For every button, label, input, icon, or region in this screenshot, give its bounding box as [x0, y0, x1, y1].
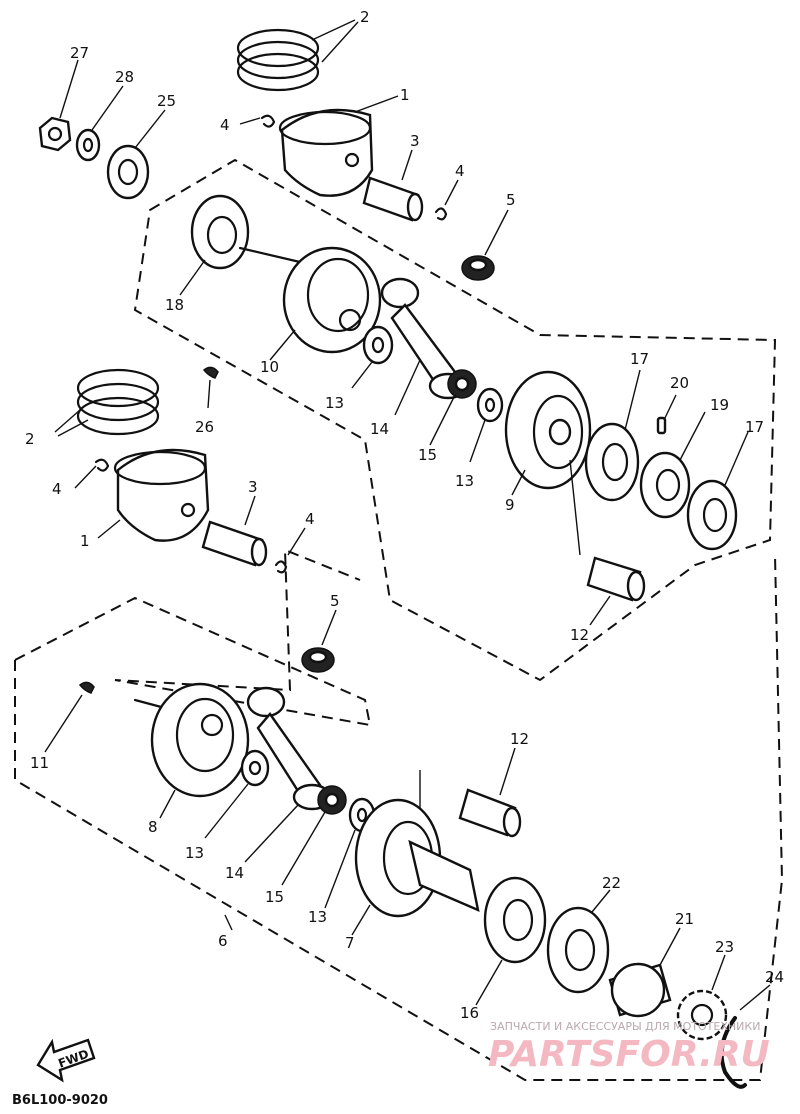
label-12-lower: 12	[510, 730, 529, 748]
piston-upper	[278, 108, 374, 197]
sprocket-23	[676, 989, 728, 1041]
thrust-washer-13c	[240, 749, 270, 787]
label-12-upper: 12	[570, 626, 589, 644]
circlip-upper-right	[434, 207, 448, 221]
piston-rings-upper	[236, 28, 320, 92]
crank-pin-bearing-lower	[317, 785, 347, 815]
watermark-tagline: ЗАПЧАСТИ И АКСЕССУАРЫ ДЛЯ МОТОТЕХНИКИ	[490, 1020, 760, 1033]
label-17-left: 17	[630, 350, 649, 368]
crank-pin-bearing-upper	[447, 369, 477, 399]
piston-lower	[113, 448, 210, 542]
main-bearing-17b	[686, 479, 738, 551]
label-27: 27	[70, 44, 89, 62]
figure-code: B6L100-9020	[12, 1093, 108, 1108]
label-10: 10	[260, 358, 279, 376]
label-14-lower: 14	[225, 864, 244, 882]
crank-web-7	[354, 798, 480, 918]
label-16: 16	[460, 1004, 479, 1022]
label-15-lower: 15	[265, 888, 284, 906]
crank-pin-lower	[458, 788, 522, 838]
forward-arrow-icon: FWD	[36, 1038, 96, 1083]
main-bearing-16	[483, 876, 547, 964]
circlip-24	[719, 1016, 747, 1089]
circlip-lower-left	[94, 458, 110, 472]
crank-web-9	[504, 370, 592, 490]
bearing-19	[639, 451, 691, 519]
needle-bearing-lower	[301, 647, 335, 673]
label-5-upper: 5	[506, 191, 516, 209]
connecting-rod-upper	[380, 277, 468, 400]
crank-web-10	[238, 246, 382, 354]
label-4-lower-left: 4	[52, 480, 62, 498]
label-13-a: 13	[325, 394, 344, 412]
watermark-brand: PARTSFOR.RU	[488, 1034, 770, 1075]
label-14-upper: 14	[370, 420, 389, 438]
woodruff-key-26	[202, 366, 219, 379]
dowel-pin-20	[656, 416, 667, 435]
woodruff-key-11	[78, 681, 95, 694]
label-13-c: 13	[185, 844, 204, 862]
label-5-lower: 5	[330, 592, 340, 610]
main-bearing-17a	[584, 422, 640, 502]
circlip-upper-left	[260, 114, 276, 128]
label-25: 25	[157, 92, 176, 110]
thrust-washer-13a	[362, 325, 394, 365]
collar-21	[608, 962, 672, 1018]
piston-pin-upper	[362, 176, 424, 222]
thrust-washer-13b	[476, 387, 504, 423]
crank-pin-upper	[586, 556, 646, 602]
label-22: 22	[602, 874, 621, 892]
label-19: 19	[710, 396, 729, 414]
upper-crank-assembly-outline	[133, 158, 777, 682]
label-28: 28	[115, 68, 134, 86]
label-21: 21	[675, 910, 694, 928]
label-11: 11	[30, 754, 49, 772]
label-7: 7	[345, 934, 355, 952]
label-9: 9	[505, 496, 515, 514]
washer-28	[75, 128, 101, 162]
label-26: 26	[195, 418, 214, 436]
label-8: 8	[148, 818, 158, 836]
crank-web-8	[133, 682, 250, 798]
lower-crank-assembly-outline	[14, 548, 784, 1081]
label-24: 24	[765, 968, 784, 986]
needle-bearing-upper	[461, 255, 495, 281]
label-4-upper-left: 4	[220, 116, 230, 134]
circlip-lower-right	[274, 560, 288, 574]
label-1-lower: 1	[80, 532, 90, 550]
piston-pin-lower	[201, 520, 268, 567]
label-23: 23	[715, 938, 734, 956]
label-15-upper: 15	[418, 446, 437, 464]
piston-rings-lower	[76, 368, 160, 436]
label-17-right: 17	[745, 418, 764, 436]
label-3-lower: 3	[248, 478, 258, 496]
oil-seal-25	[106, 144, 150, 200]
label-2-lower: 2	[25, 430, 35, 448]
label-4-lower-right: 4	[305, 510, 315, 528]
bearing-22	[546, 906, 610, 994]
label-2-upper: 2	[360, 8, 370, 26]
label-13-b: 13	[455, 472, 474, 490]
label-3-upper: 3	[410, 132, 420, 150]
label-4-upper-right: 4	[455, 162, 465, 180]
label-6: 6	[218, 932, 228, 950]
label-1-upper: 1	[400, 86, 410, 104]
bearing-18	[190, 194, 250, 270]
label-20: 20	[670, 374, 689, 392]
nut-27	[38, 116, 72, 152]
label-18: 18	[165, 296, 184, 314]
connecting-rod-lower	[246, 686, 332, 811]
label-13-d: 13	[308, 908, 327, 926]
